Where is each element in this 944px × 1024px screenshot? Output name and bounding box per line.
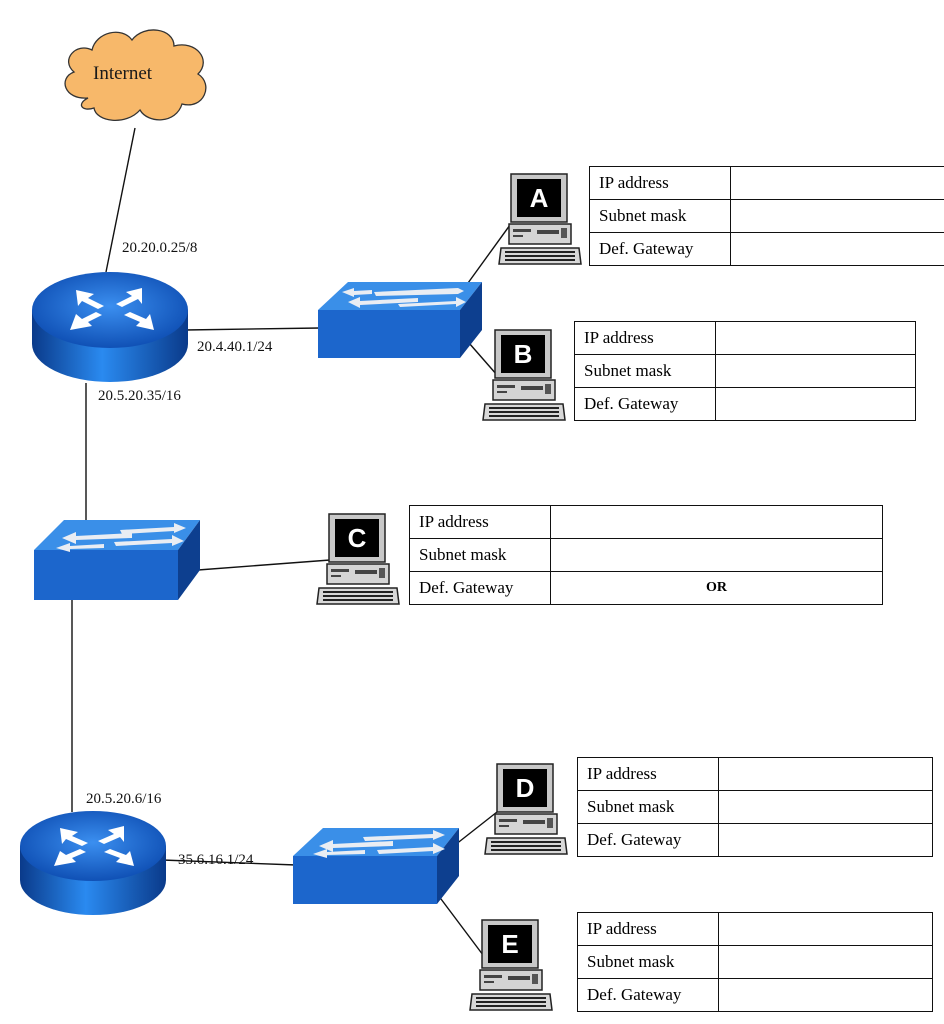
computer-icon: C — [316, 513, 400, 605]
table-row: IP address — [577, 757, 933, 791]
table-row: Subnet mask — [589, 199, 944, 233]
ip-address-value[interactable] — [715, 321, 916, 355]
table-row: Subnet mask — [574, 354, 916, 388]
host-d-config-table: IP address Subnet mask Def. Gateway — [577, 757, 933, 857]
subnet-mask-value[interactable] — [730, 199, 944, 233]
router1-switch-interface-label: 20.4.40.1/24 — [197, 339, 273, 355]
internet-label: Internet — [93, 63, 153, 84]
router2-switch-interface-label: 35.6.16.1/24 — [178, 852, 254, 868]
table-row: IP address — [574, 321, 916, 355]
link-internet-router1 — [105, 127, 136, 273]
computer-icon: A — [498, 173, 582, 265]
table-row: Def. Gateway — [589, 232, 944, 266]
router-2-icon — [20, 811, 166, 915]
table-row: IP address — [577, 912, 933, 946]
link-switch1-pc-a — [467, 224, 511, 284]
ip-address-value[interactable] — [718, 912, 933, 946]
ip-address-label: IP address — [409, 505, 551, 539]
ip-address-label: IP address — [577, 757, 719, 791]
subnet-mask-label: Subnet mask — [409, 538, 551, 572]
subnet-mask-label: Subnet mask — [577, 790, 719, 824]
link-switch3-pc-d — [454, 811, 498, 846]
subnet-mask-label: Subnet mask — [577, 945, 719, 979]
pc-c: C — [315, 512, 401, 613]
pc-d: D — [483, 762, 569, 863]
subnet-mask-label: Subnet mask — [589, 199, 731, 233]
ip-address-label: IP address — [574, 321, 716, 355]
pc-a-letter: A — [530, 183, 549, 213]
router1-lower-interface-label: 20.5.20.35/16 — [98, 388, 181, 404]
default-gateway-label: Def. Gateway — [577, 823, 719, 857]
router2-upper-interface-label: 20.5.20.6/16 — [86, 791, 162, 807]
ip-address-label: IP address — [577, 912, 719, 946]
switch-1-icon — [318, 282, 482, 358]
link-switch2-pc-c — [197, 559, 331, 571]
computer-icon: E — [469, 919, 553, 1011]
router-1-icon — [32, 272, 188, 382]
table-row: Subnet mask — [409, 538, 883, 572]
default-gateway-value[interactable] — [718, 978, 933, 1012]
subnet-mask-value[interactable] — [715, 354, 916, 388]
pc-d-letter: D — [516, 773, 535, 803]
default-gateway-value[interactable] — [718, 823, 933, 857]
host-e-config-table: IP address Subnet mask Def. Gateway — [577, 912, 933, 1012]
link-router2-switch3 — [161, 859, 297, 866]
pc-a: A — [497, 172, 583, 273]
ip-address-value[interactable] — [718, 757, 933, 791]
subnet-mask-label: Subnet mask — [574, 354, 716, 388]
default-gateway-label: Def. Gateway — [409, 571, 551, 605]
host-a-config-table: IP address Subnet mask Def. Gateway — [589, 166, 944, 266]
default-gateway-value[interactable] — [715, 387, 916, 421]
computer-icon: D — [484, 763, 568, 855]
switch-3-icon — [293, 828, 459, 904]
table-row: Def. Gateway — [577, 823, 933, 857]
link-switch3-pc-e — [437, 894, 484, 956]
table-row: IP address — [589, 166, 944, 200]
pc-e: E — [468, 918, 554, 1019]
default-gateway-value[interactable] — [730, 232, 944, 266]
internet-cloud-icon — [64, 29, 207, 122]
table-row: IP address — [409, 505, 883, 539]
pc-b-letter: B — [514, 339, 533, 369]
subnet-mask-value[interactable] — [550, 538, 883, 572]
pc-b: B — [481, 328, 567, 429]
default-gateway-label: Def. Gateway — [589, 232, 731, 266]
table-row: Def. Gateway — [574, 387, 916, 421]
ip-address-value[interactable] — [550, 505, 883, 539]
default-gateway-label: Def. Gateway — [574, 387, 716, 421]
table-row: Def. Gateway — [577, 978, 933, 1012]
link-router1-switch1 — [184, 327, 321, 331]
default-gateway-value[interactable]: OR — [550, 571, 883, 605]
pc-c-letter: C — [348, 523, 367, 553]
pc-e-letter: E — [501, 929, 518, 959]
computer-icon: B — [482, 329, 566, 421]
ip-address-label: IP address — [589, 166, 731, 200]
subnet-mask-value[interactable] — [718, 790, 933, 824]
ip-address-value[interactable] — [730, 166, 944, 200]
switch-2-icon — [34, 520, 200, 600]
default-gateway-label: Def. Gateway — [577, 978, 719, 1012]
router1-internet-interface-label: 20.20.0.25/8 — [122, 240, 198, 256]
table-row: Subnet mask — [577, 945, 933, 979]
subnet-mask-value[interactable] — [718, 945, 933, 979]
table-row: Subnet mask — [577, 790, 933, 824]
host-b-config-table: IP address Subnet mask Def. Gateway — [574, 321, 916, 421]
